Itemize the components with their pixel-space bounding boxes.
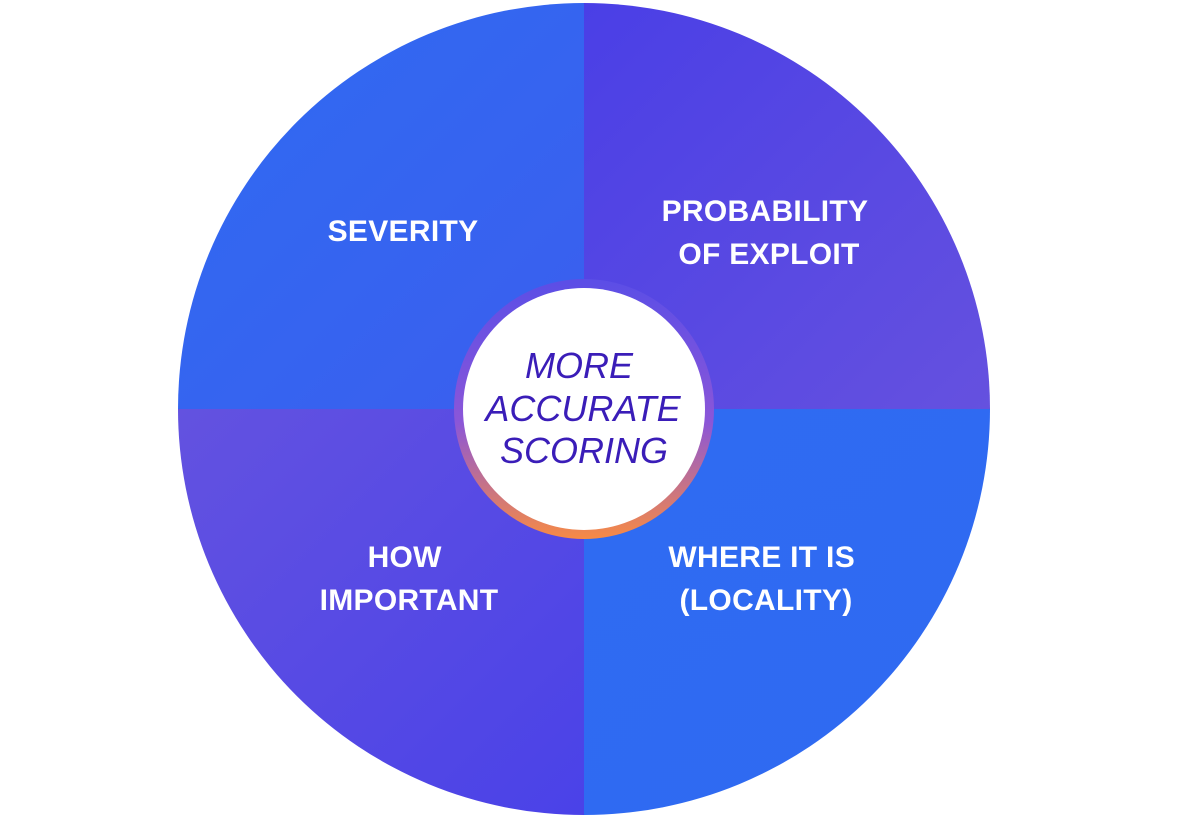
label-severity: SEVERITY	[328, 215, 479, 248]
how-important-line-2: IMPORTANT	[320, 584, 499, 617]
where-it-is-line-1: WHERE IT IS	[668, 541, 855, 574]
label-how-important: HOW IMPORTANT	[320, 541, 499, 617]
center-line-2: ACCURATE	[483, 388, 681, 429]
severity-line-1: SEVERITY	[328, 215, 479, 248]
center-line-3: SCORING	[500, 430, 668, 471]
probability-line-2: OF EXPLOIT	[678, 238, 859, 271]
where-it-is-line-2: (LOCALITY)	[680, 584, 853, 617]
quadrant-top-left	[178, 3, 584, 409]
center-label-more-accurate-scoring: MORE ACCURATE SCORING	[483, 345, 690, 471]
quadrant-top-right	[584, 3, 990, 409]
quadrant-bottom-right	[584, 409, 990, 815]
label-where-it-is: WHERE IT IS (LOCALITY)	[668, 541, 863, 617]
quadrant-bottom-left	[178, 409, 584, 815]
center-line-1: MORE	[525, 345, 634, 386]
probability-line-1: PROBABILITY	[662, 195, 868, 228]
label-probability-of-exploit: PROBABILITY OF EXPLOIT	[662, 195, 877, 271]
center-disc	[463, 288, 705, 530]
how-important-line-1: HOW	[368, 541, 443, 574]
